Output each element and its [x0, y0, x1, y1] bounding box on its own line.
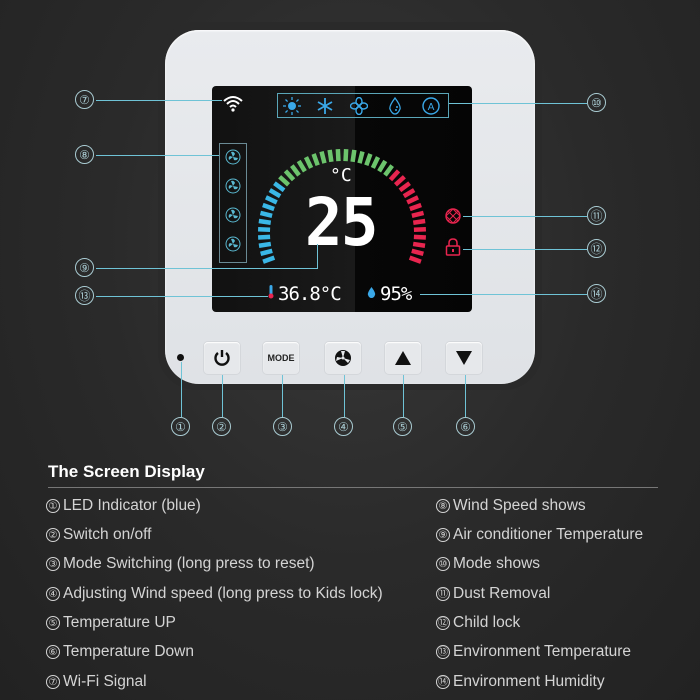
- legend-title: The Screen Display: [48, 462, 205, 481]
- temperature-gauge-arc: [257, 148, 427, 264]
- svg-text:A: A: [428, 102, 435, 113]
- callout-5: ⑤: [393, 417, 412, 436]
- mode-indicator-box: A: [277, 93, 449, 118]
- fan-speed-icon: [225, 236, 241, 252]
- fan-speed-icon: [225, 178, 241, 194]
- callout-line-8: [96, 155, 219, 156]
- led-indicator: [177, 354, 184, 361]
- callout-line-5: [403, 375, 404, 417]
- callout-12: ⑫: [587, 239, 606, 258]
- wifi-icon: [223, 96, 243, 112]
- lcd-screen: [212, 86, 472, 312]
- triangle-down-icon: [456, 351, 472, 365]
- setpoint-unit: °C: [330, 165, 352, 186]
- callout-13: ⑬: [75, 286, 94, 305]
- sun-icon: [283, 97, 301, 115]
- callout-8: ⑧: [75, 145, 94, 164]
- temperature-up-button[interactable]: [385, 342, 421, 374]
- callout-line-10: [449, 103, 587, 104]
- callout-3: ③: [273, 417, 292, 436]
- callout-line-7: [96, 100, 222, 101]
- callout-line-11: [463, 216, 587, 217]
- dust-removal-icon: [445, 208, 461, 224]
- auto-mode-icon: A: [422, 97, 440, 115]
- callout-9: ⑨: [75, 258, 94, 277]
- callout-1: ①: [171, 417, 190, 436]
- mode-button-label: MODE: [267, 353, 295, 363]
- callout-6: ⑥: [456, 417, 475, 436]
- snowflake-icon: [317, 98, 333, 114]
- callout-line-2: [222, 375, 223, 417]
- fan-speed-icon: [225, 207, 241, 223]
- power-icon: [214, 350, 230, 366]
- thermometer-icon: [268, 285, 274, 299]
- legend-divider: [48, 487, 658, 488]
- dry-mode-icon: [389, 97, 401, 115]
- callout-14: ⑭: [587, 284, 606, 303]
- callout-line-6: [465, 375, 466, 417]
- callout-11: ⑪: [587, 206, 606, 225]
- humidity-drop-icon: [367, 287, 376, 298]
- callout-line-1: [181, 362, 182, 417]
- fan-speed-button[interactable]: [325, 342, 361, 374]
- callout-2: ②: [212, 417, 231, 436]
- callout-line-4: [344, 375, 345, 417]
- callout-line-9b: [317, 244, 318, 269]
- fan-speed-icon: [225, 149, 241, 165]
- callout-7: ⑦: [75, 90, 94, 109]
- temperature-down-button[interactable]: [446, 342, 482, 374]
- callout-10: ⑩: [587, 93, 606, 112]
- environment-temperature: 36.8°C: [278, 283, 342, 305]
- fan-mode-icon: [350, 97, 368, 115]
- triangle-up-icon: [395, 351, 411, 365]
- callout-line-13: [96, 296, 268, 297]
- child-lock-icon: [445, 238, 461, 256]
- callout-4: ④: [334, 417, 353, 436]
- fan-icon: [335, 350, 351, 366]
- wind-speed-indicator: [219, 143, 247, 263]
- callout-line-12: [463, 249, 587, 250]
- callout-line-3: [282, 375, 283, 417]
- setpoint-temperature: 25: [304, 184, 379, 261]
- callout-line-9: [96, 268, 317, 269]
- mode-button[interactable]: MODE: [263, 342, 299, 374]
- environment-humidity: 95%: [380, 283, 412, 305]
- power-button[interactable]: [204, 342, 240, 374]
- callout-line-14: [420, 294, 587, 295]
